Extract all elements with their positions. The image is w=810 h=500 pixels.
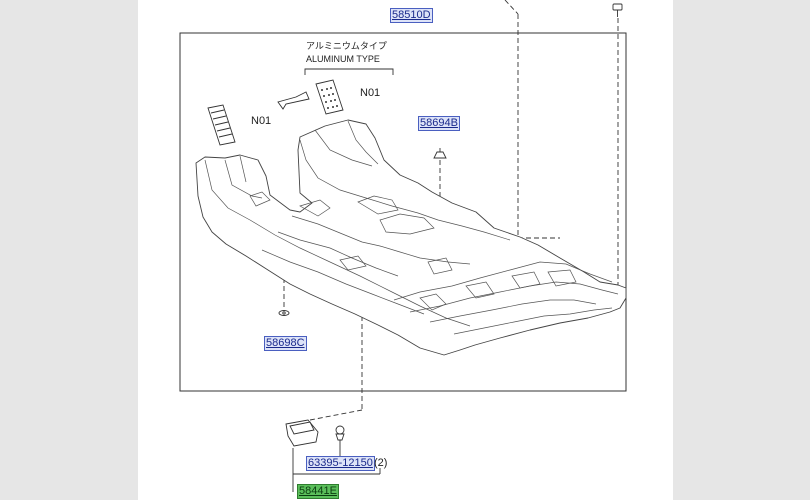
pedal-pad-aluminum-icon xyxy=(315,79,344,115)
clip-58694b-icon xyxy=(433,148,447,159)
part-label-63395[interactable]: 63395-12150 xyxy=(306,456,375,471)
part-label-58694b[interactable]: 58694B xyxy=(418,116,460,131)
part-label-58441e[interactable]: 58441E xyxy=(297,484,339,499)
aluminum-type-jp: アルミニウムタイプ xyxy=(306,41,387,51)
top-clip-icon xyxy=(612,3,623,17)
note-n01-left: N01 xyxy=(251,115,272,127)
sill-part-icon xyxy=(285,419,319,447)
assembly-frame xyxy=(179,32,627,392)
bottom-bracket xyxy=(292,440,381,492)
clip-63395-icon xyxy=(335,425,345,441)
aluminum-type-en: ALUMINUM TYPE xyxy=(306,54,380,64)
pedal-pad-left-icon xyxy=(207,104,236,146)
direction-arrow xyxy=(277,91,310,110)
clip-58698c-icon xyxy=(278,310,290,316)
part-label-58510d[interactable]: 58510D xyxy=(390,8,433,23)
floor-carpet-drawing xyxy=(195,119,627,356)
quantity-63395: (2) xyxy=(374,457,388,469)
part-label-58698c[interactable]: 58698C xyxy=(264,336,307,351)
floor-carpet-detail-lines xyxy=(204,120,619,335)
aluminum-bracket xyxy=(304,68,394,75)
note-n01-right: N01 xyxy=(360,87,381,99)
